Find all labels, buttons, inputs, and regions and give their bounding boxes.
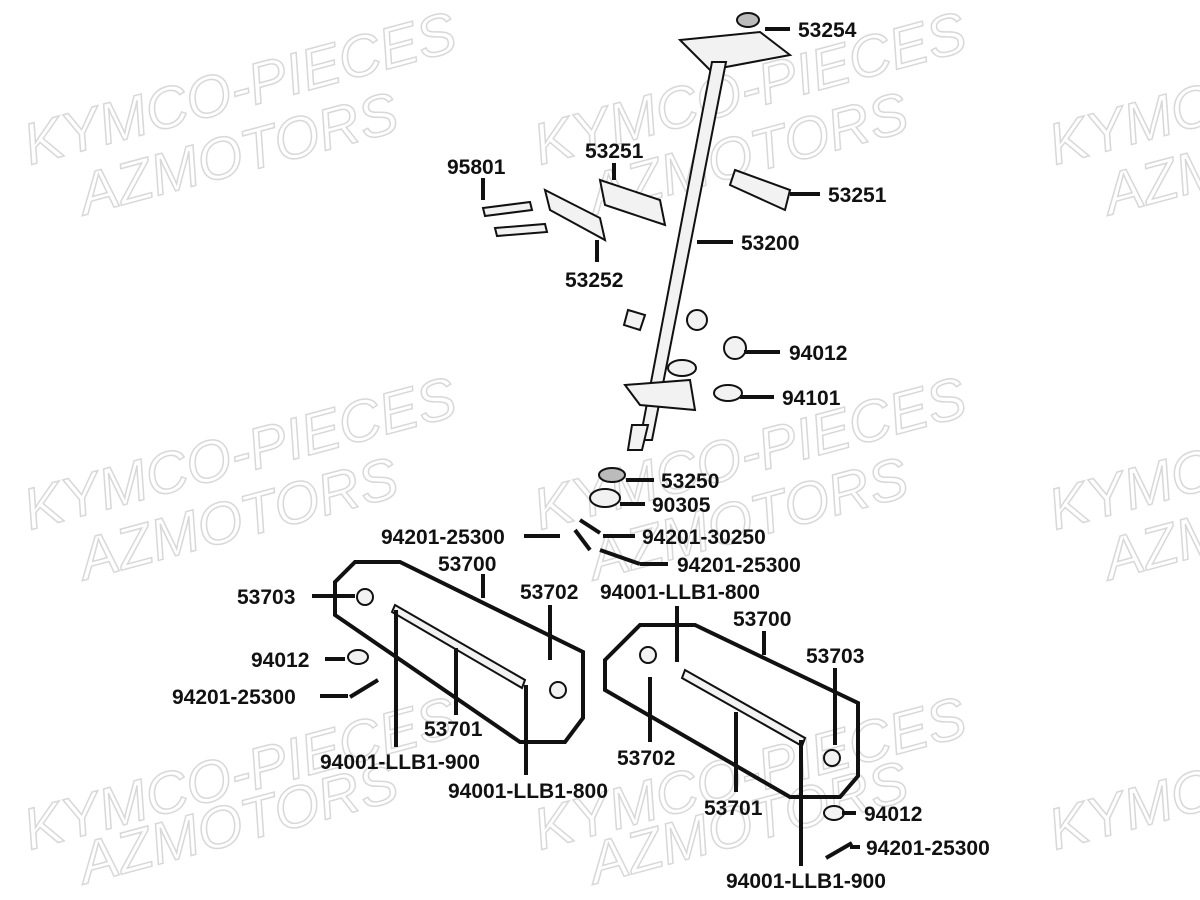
- part-label: 94201-30250: [642, 526, 766, 549]
- part-label: 94101: [782, 387, 841, 410]
- part-label: 53703: [237, 586, 295, 609]
- part-label: 53702: [617, 747, 675, 770]
- leader-lines: [312, 27, 860, 866]
- part-label: 53254: [798, 19, 857, 42]
- part-label: 94012: [789, 342, 847, 365]
- watermark: KYMCO-PIECES AZMOTORS KYMCO-PIECES AZMOT…: [16, 0, 1200, 898]
- svg-text:KYMCO-PIECES: KYMCO-PIECES: [1042, 685, 1200, 863]
- part-label: 94001-LLB1-900: [726, 870, 886, 893]
- part-labels: 53254 95801 53251 53251 53200 53252 9401…: [172, 19, 990, 893]
- part-label: 94012: [864, 803, 922, 826]
- part-label: 94201-25300: [866, 837, 990, 860]
- part-label: 53250: [661, 470, 719, 493]
- part-label: 90305: [652, 494, 711, 517]
- part-label: 94001-LLB1-900: [320, 751, 480, 774]
- part-label: 94001-LLB1-800: [600, 581, 760, 604]
- part-label: 94201-25300: [172, 686, 296, 709]
- nuts-washers: [573, 309, 747, 566]
- part-label: 94012: [251, 649, 309, 672]
- part-label: 53703: [806, 645, 864, 668]
- part-label: 53251: [585, 140, 644, 163]
- part-label: 95801: [447, 156, 506, 179]
- part-label: 53701: [424, 718, 483, 741]
- part-label: 94001-LLB1-800: [448, 780, 608, 803]
- part-label: 94201-25300: [381, 526, 505, 549]
- part-label: 53702: [520, 581, 578, 604]
- tie-rod-right-frame: [603, 623, 860, 799]
- steering-shaft: [622, 12, 793, 451]
- part-label: 94201-25300: [677, 554, 801, 577]
- part-label: 53251: [828, 184, 887, 207]
- part-label: 53701: [704, 797, 763, 820]
- part-label: 53200: [741, 232, 799, 255]
- steering-clamps: [481, 168, 792, 242]
- part-label: 53700: [733, 608, 791, 631]
- part-label: 53700: [438, 553, 496, 576]
- part-label: 53252: [565, 269, 623, 292]
